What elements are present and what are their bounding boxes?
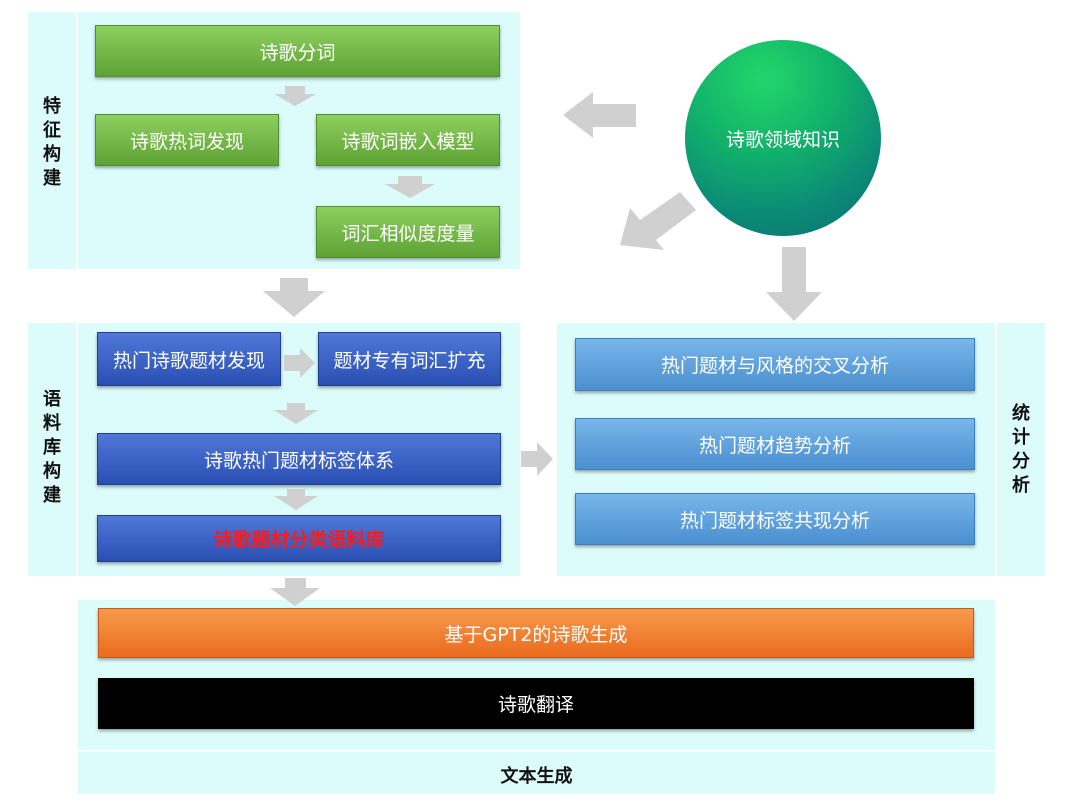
textgen-label-band — [78, 752, 995, 794]
corpus-lib-node: 诗歌题材分类语料库 — [97, 515, 501, 562]
textgen-section-label: 文本生成 — [500, 766, 573, 787]
corpus-section-label-text: 语料库构建 — [43, 389, 61, 506]
hotword-node: 诗歌热词发现 — [95, 114, 279, 166]
stats-section-label: 统计分析 — [1009, 402, 1033, 498]
feature-label-column — [28, 12, 76, 269]
arrow-down-6 — [274, 489, 318, 510]
arrow-down-1 — [274, 86, 316, 106]
hot-topic-node: 热门诗歌题材发现 — [97, 332, 281, 386]
arrow-right-1 — [284, 348, 315, 378]
arrow-down-3 — [263, 278, 325, 317]
corpus-section-label: 语料库构建 — [40, 388, 64, 508]
arrow-down-5 — [274, 403, 318, 424]
arrow-down-2 — [385, 176, 435, 198]
corpus-lib-label: 诗歌题材分类语料库 — [213, 529, 385, 551]
tag-system-node: 诗歌热门题材标签体系 — [97, 433, 501, 485]
feature-section-label-text: 特征构建 — [43, 96, 61, 189]
arrow-diag-1 — [620, 192, 696, 250]
trend-analysis-node: 热门题材趋势分析 — [575, 418, 975, 470]
translate-node: 诗歌翻译 — [98, 678, 974, 729]
arrow-down-4 — [766, 247, 822, 321]
embedding-node: 诗歌词嵌入模型 — [316, 114, 500, 166]
arrow-right-2 — [521, 442, 553, 476]
feature-section-label: 特征构建 — [40, 95, 64, 191]
arrow-left-1 — [563, 92, 636, 138]
knowledge-node: 诗歌领域知识 — [685, 40, 881, 236]
stats-label-column — [997, 323, 1045, 576]
arrow-down-7 — [270, 578, 320, 606]
knowledge-node-label: 诗歌领域知识 — [725, 128, 840, 151]
cooccur-analysis-node: 热门题材标签共现分析 — [575, 493, 975, 545]
stats-section-label-text: 统计分析 — [1012, 403, 1030, 496]
gpt2-gen-node: 基于GPT2的诗歌生成 — [98, 608, 974, 658]
cross-analysis-node: 热门题材与风格的交叉分析 — [575, 338, 975, 391]
segmentation-node: 诗歌分词 — [95, 25, 500, 77]
similarity-node: 词汇相似度度量 — [316, 206, 500, 258]
corpus-label-column — [28, 323, 76, 576]
topic-expand-node: 题材专有词汇扩充 — [318, 332, 501, 386]
